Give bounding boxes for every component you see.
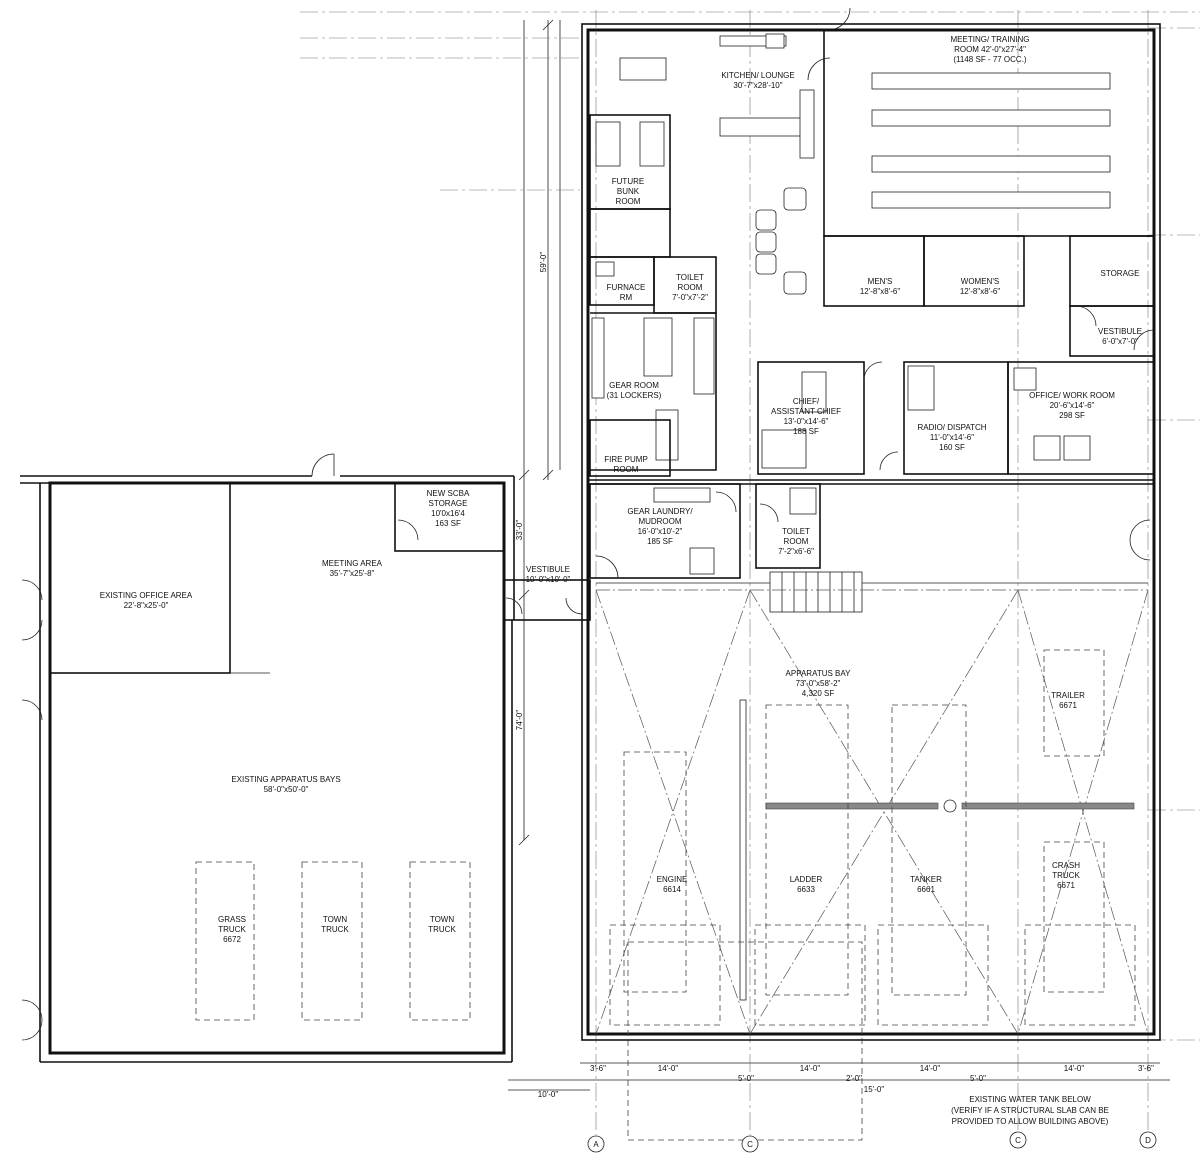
dim-33: 33'-0" [515, 520, 524, 541]
dim-14-d: 14'-0" [1064, 1064, 1085, 1073]
dim-15: 15'-0" [864, 1085, 885, 1094]
dim-14-a: 14'-0" [658, 1064, 679, 1073]
dim-2: 2'-0" [846, 1074, 862, 1083]
lower-rooms [589, 483, 1151, 613]
dim-10: 10'-0" [538, 1090, 559, 1099]
room-label-storage: STORAGE [1101, 269, 1140, 278]
grid-marker-d: D [1145, 1136, 1151, 1145]
upper-rooms [589, 29, 1155, 477]
dim-74: 74'-0" [515, 710, 524, 731]
dim-3-6-b: 3'-6" [1138, 1064, 1154, 1073]
grid-marker-a: A [593, 1140, 599, 1149]
svg-text:EXISTING WATER TANK BELOW(VERI: EXISTING WATER TANK BELOW(VERIFY IF A ST… [951, 1095, 1109, 1126]
room-label-gear-room: GEAR ROOM(31 LOCKERS) [607, 381, 662, 400]
dim-14-b: 14'-0" [800, 1064, 821, 1073]
dim-3-6-a: 3'-6" [590, 1064, 606, 1073]
dimension-lines [300, 10, 1200, 1135]
grid-marker-c-2: C [1015, 1136, 1021, 1145]
dim-59: 59'-0" [539, 252, 548, 273]
apparatus-bay [595, 589, 1149, 1141]
grid-marker-c-1: C [747, 1140, 753, 1149]
water-tank-note: EXISTING WATER TANK BELOW(VERIFY IF A ST… [951, 1095, 1109, 1126]
existing-building [20, 453, 591, 1063]
dim-5-a: 5'-0" [738, 1074, 754, 1083]
dim-14-c: 14'-0" [920, 1064, 941, 1073]
dim-5-b: 5'-0" [970, 1074, 986, 1083]
stair [769, 571, 863, 613]
training-tables [871, 72, 1111, 209]
dimension-labels: 59'-0" 33'-0" 74'-0" 3'-6" 14'-0" 5'-0" … [515, 252, 1154, 1099]
grid-markers: A C C D [587, 1131, 1157, 1153]
